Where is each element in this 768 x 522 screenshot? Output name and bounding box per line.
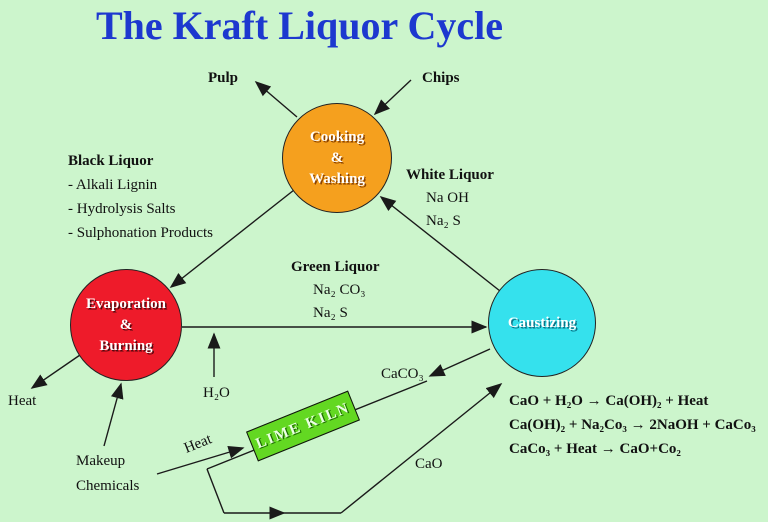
white-liquor-title: White Liquor xyxy=(406,167,494,183)
equation-line: CaCo₃ + Heat → CaO+Co₂ xyxy=(509,441,681,457)
node-caustizing-label: Caustizing xyxy=(507,314,577,331)
makeup-line1: Makeup xyxy=(76,453,126,469)
label-pulp: Pulp xyxy=(208,70,239,86)
equation-line: CaO + H₂O → Ca(OH)₂ + Heat xyxy=(509,393,709,409)
diagram-title: The Kraft Liquor Cycle xyxy=(96,3,504,48)
node-evap-line2: & xyxy=(119,316,133,333)
green-liquor-list: Green Liquor Na₂ CO₃ Na₂ S xyxy=(291,256,379,325)
arrow-black-liquor xyxy=(169,189,295,288)
node-cooking-line2: & xyxy=(330,149,344,166)
caustizing-equations: CaO + H₂O → Ca(OH)₂ + Heat Ca(OH)₂ + Na₂… xyxy=(509,389,756,461)
white-liquor-list: White Liquor Na OH Na₂ S xyxy=(406,164,494,233)
arrow-caco3-out xyxy=(428,348,491,377)
arrow-pulp-out xyxy=(254,80,298,118)
arrow-makeup-chemicals xyxy=(103,382,124,447)
equation-line: Ca(OH)₂ + Na₂Co₃ → 2NaOH + CaCo₃ xyxy=(509,417,756,433)
node-cooking-line3: Washing xyxy=(309,170,365,187)
black-liquor-item: - Hydrolysis Salts xyxy=(68,201,176,217)
label-heat-output: Heat xyxy=(8,393,37,409)
arrow-chips-in xyxy=(373,79,412,116)
black-liquor-item: - Sulphonation Products xyxy=(68,225,213,241)
node-caustizing: Caustizing xyxy=(488,269,596,377)
white-liquor-item: Na₂ S xyxy=(426,213,461,229)
green-liquor-item: Na₂ CO₃ xyxy=(313,282,366,298)
line-cao-path-1 xyxy=(206,468,225,514)
makeup-line2: Chemicals xyxy=(76,478,140,494)
node-cooking-line1: Cooking xyxy=(309,128,365,145)
green-liquor-item: Na₂ S xyxy=(313,305,348,321)
black-liquor-item: - Alkali Lignin xyxy=(68,177,158,193)
label-makeup-chemicals: Makeup Chemicals xyxy=(76,449,139,499)
node-cooking-washing: Cooking & Washing xyxy=(282,103,392,213)
green-liquor-title: Green Liquor xyxy=(291,259,380,275)
label-cao: CaO xyxy=(415,456,443,472)
label-chips: Chips xyxy=(422,70,460,86)
black-liquor-list: Black Liquor - Alkali Lignin - Hydrolysi… xyxy=(68,149,213,245)
arrow-heat-into-kiln xyxy=(156,446,245,475)
node-evaporation-burning: Evaporation & Burning xyxy=(70,269,182,381)
arrow-white-liquor xyxy=(379,196,501,292)
black-liquor-title: Black Liquor xyxy=(68,153,154,169)
arrow-cao-into-caustizing xyxy=(340,382,503,514)
node-evap-line3: Burning xyxy=(99,337,153,354)
label-h2o: H₂O xyxy=(203,385,230,401)
label-caco3: CaCO₃ xyxy=(381,366,424,382)
arrow-heat-out xyxy=(30,354,81,389)
node-evap-line1: Evaporation xyxy=(85,295,166,312)
white-liquor-item: Na OH xyxy=(426,190,469,206)
